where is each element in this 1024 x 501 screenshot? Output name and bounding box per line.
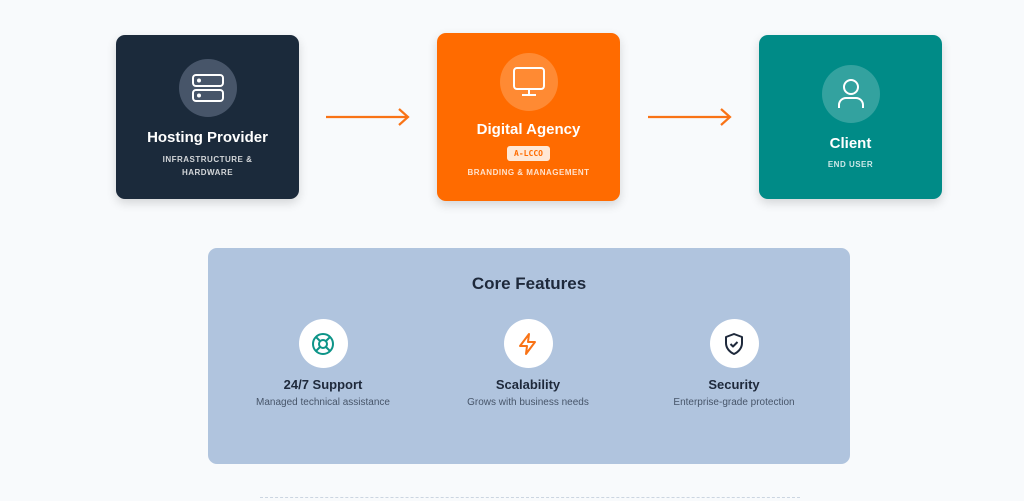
feature-title: 24/7 Support (283, 377, 363, 392)
feature-desc: Managed technical assistance (256, 397, 390, 408)
node-subtitle: BRANDING & MANAGEMENT (467, 168, 590, 177)
core-features-panel: Core Features 24/7 Support Managed techn… (208, 248, 850, 464)
lifebuoy-icon (298, 319, 348, 368)
feature-title: Scalability (495, 377, 561, 392)
node-subtitle: END USER (827, 160, 874, 169)
node-hosting-provider: Hosting Provider INFRASTRUCTURE &HARDWAR… (116, 35, 299, 199)
divider (260, 497, 800, 498)
user-icon (821, 65, 880, 123)
feature-support: 24/7 Support Managed technical assistanc… (223, 319, 423, 408)
feature-security: Security Enterprise-grade protection (634, 319, 834, 408)
arrow-icon (648, 108, 732, 126)
node-badge: A-LCCO (507, 146, 550, 161)
feature-scalability: Scalability Grows with business needs (428, 319, 628, 408)
monitor-icon (499, 53, 558, 111)
node-subtitle: INFRASTRUCTURE &HARDWARE (162, 155, 253, 177)
node-title: Hosting Provider (147, 129, 268, 146)
feature-desc: Enterprise-grade protection (673, 397, 795, 408)
node-digital-agency: Digital Agency A-LCCO BRANDING & MANAGEM… (437, 33, 620, 201)
node-title: Client (829, 135, 872, 152)
feature-title: Security (708, 377, 760, 392)
panel-title: Core Features (471, 274, 587, 293)
arrow-icon (326, 108, 410, 126)
server-icon (178, 59, 237, 117)
node-title: Digital Agency (476, 121, 581, 138)
lightning-icon (503, 319, 553, 368)
shield-check-icon (709, 319, 759, 368)
node-client: Client END USER (759, 35, 942, 199)
feature-desc: Grows with business needs (467, 397, 589, 408)
